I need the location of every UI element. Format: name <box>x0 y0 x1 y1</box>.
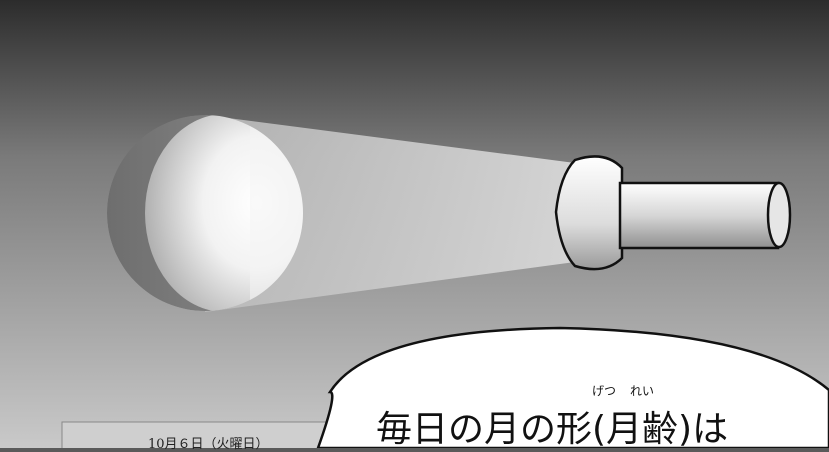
ruby-getsu: げつ <box>592 384 617 398</box>
flashlight-head <box>554 155 624 271</box>
speech-bubble-text: 毎日の月の形(月齢)は <box>376 409 729 450</box>
flashlight-icon <box>554 155 792 271</box>
ruby-rei: れい <box>630 384 655 398</box>
newspaper-date-label: 10月６日（火曜日） <box>148 437 269 452</box>
speech-bubble <box>316 326 829 448</box>
light-beam <box>205 115 575 312</box>
flashlight-handle <box>618 181 780 250</box>
flashlight-end-cap <box>766 181 792 249</box>
